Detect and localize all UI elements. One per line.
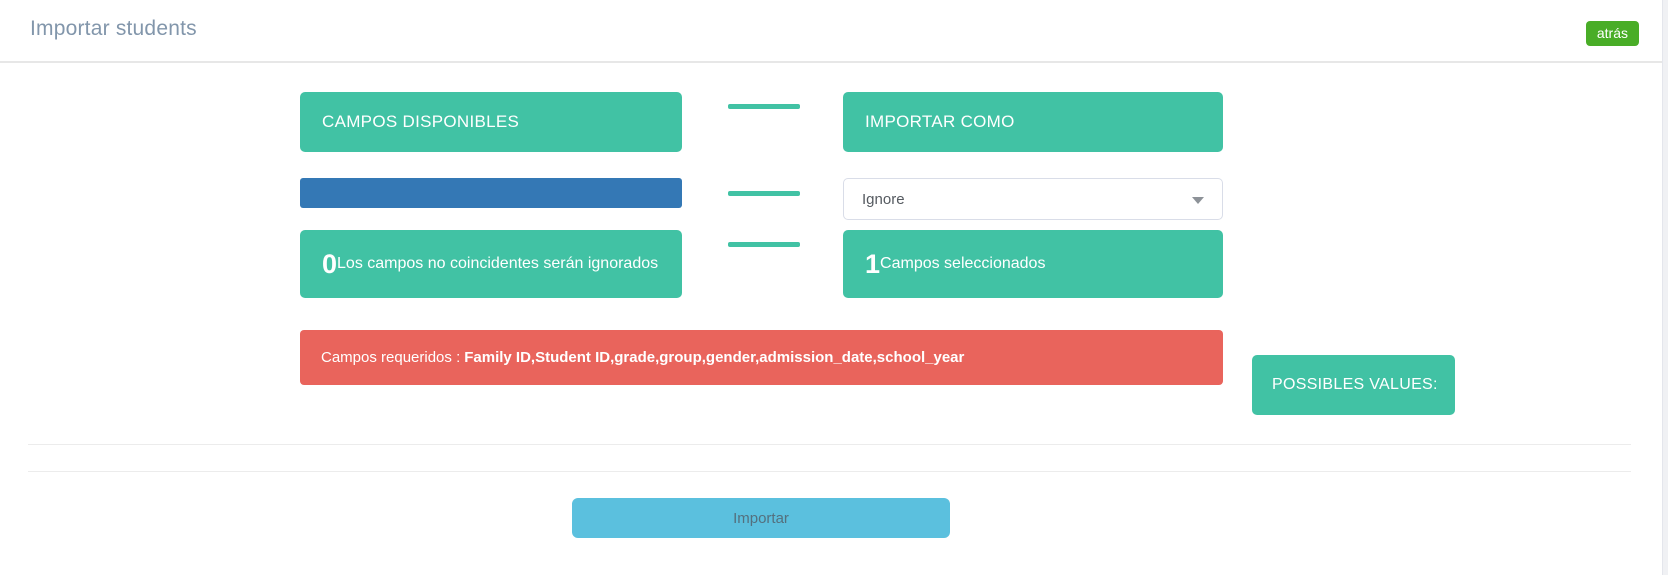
required-fields-banner: Campos requeridos : Family ID,Student ID… [300, 330, 1223, 385]
unmatched-summary-box: 0 Los campos no coincidentes serán ignor… [300, 230, 682, 298]
vertical-scrollbar[interactable] [1662, 0, 1668, 575]
import-as-select[interactable]: Ignore [843, 178, 1223, 220]
available-fields-header: CAMPOS DISPONIBLES [300, 92, 682, 152]
unmatched-label: Los campos no coincidentes serán ignorad… [337, 255, 659, 272]
selected-summary-box: 1 Campos seleccionados [843, 230, 1223, 298]
page-title: Importar students [30, 17, 197, 40]
required-fields-prefix: Campos requeridos : [321, 349, 461, 366]
row-divider [28, 444, 1631, 445]
row-divider [28, 471, 1631, 472]
selected-label: Campos seleccionados [880, 255, 1046, 272]
possible-values-box: POSSIBLES VALUES: [1252, 355, 1455, 415]
connector-line [728, 191, 800, 196]
import-button[interactable]: Importar [572, 498, 950, 538]
connector-line [728, 242, 800, 247]
possible-values-label: POSSIBLES VALUES: [1272, 376, 1438, 393]
chevron-down-icon [1192, 197, 1204, 204]
selected-count: 1 [865, 248, 881, 279]
back-button[interactable]: atrás [1585, 21, 1639, 46]
unmatched-count: 0 [322, 248, 338, 279]
import-as-label: IMPORTAR COMO [865, 112, 1015, 131]
page-header: Importar students atrás [0, 0, 1668, 63]
connector-line [728, 104, 800, 109]
required-fields-list: Family ID,Student ID,grade,group,gender,… [464, 349, 965, 366]
import-as-select-value: Ignore [862, 190, 905, 208]
import-as-header: IMPORTAR COMO [843, 92, 1223, 152]
available-fields-label: CAMPOS DISPONIBLES [322, 112, 520, 131]
source-field-item[interactable] [300, 178, 682, 208]
